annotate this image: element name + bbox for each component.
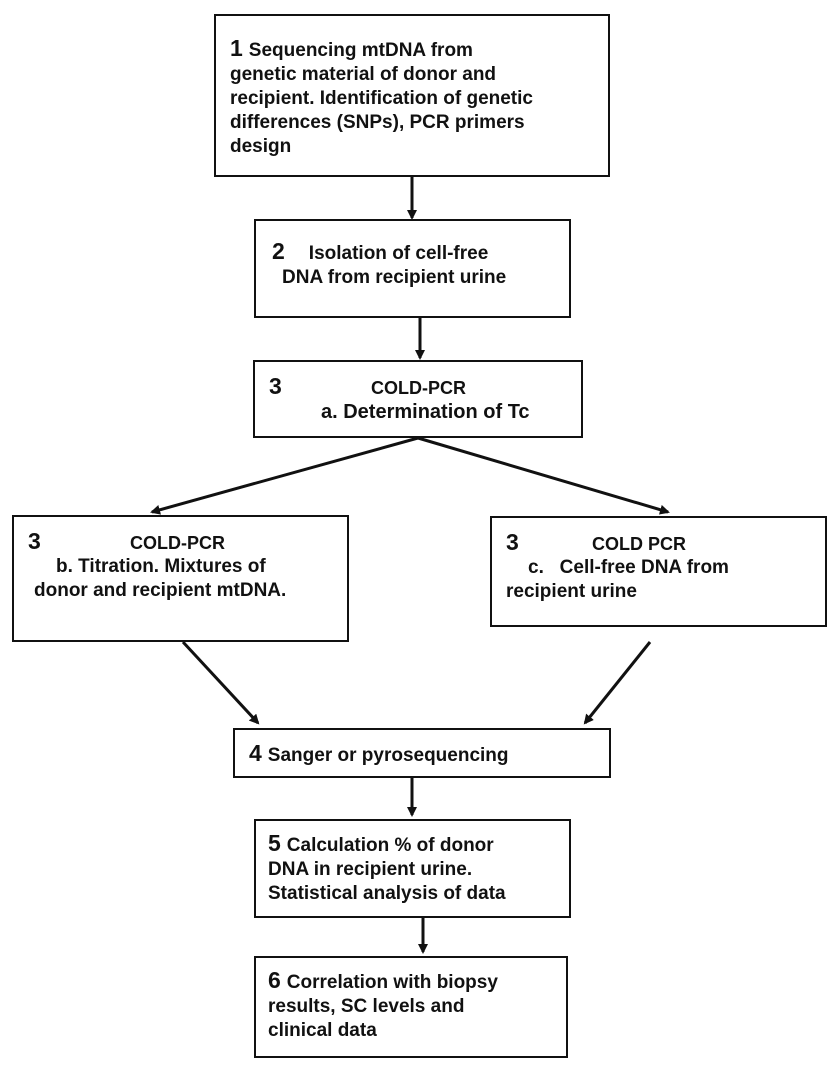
step-5-line-1: Calculation % of donor [286, 835, 494, 856]
arrow-3b-to-4 [181, 640, 260, 725]
step-3c-line-2: c. Cell-free DNA from [528, 557, 729, 578]
step-5-line-3: Statistical analysis of data [268, 883, 506, 904]
step-5-number: 5 [268, 830, 281, 856]
step-3a-line-1: COLD-PCR [371, 378, 466, 398]
step-4-number: 4 [249, 740, 262, 766]
step-5-line-2: DNA in recipient urine. [268, 859, 473, 880]
step-6-line-3: clinical data [268, 1020, 377, 1041]
step-2-box: 2 Isolation of cell-free DNA from recipie… [254, 219, 571, 318]
step-3b-line-3: donor and recipient mtDNA. [34, 580, 287, 601]
step-4-line-1: Sanger or pyrosequencing [267, 745, 509, 766]
step-3b-box: 3 COLD-PCR b. Titration. Mixtures of don… [12, 515, 349, 642]
step-3b-line-2: b. Titration. Mixtures of [56, 556, 266, 577]
step-1-line-3: recipient. Identification of genetic [230, 88, 533, 109]
step-1-number: 1 [230, 35, 243, 61]
step-3c-number: 3 [506, 529, 519, 555]
step-1-line-1: Sequencing mtDNA from [248, 40, 473, 61]
step-2-number: 2 [272, 238, 285, 264]
step-3b-line-1: COLD-PCR [130, 533, 225, 553]
arrow-3a-to-3c [417, 436, 670, 515]
arrow-3c-to-4 [583, 641, 652, 725]
step-2-line-2: DNA from recipient urine [282, 267, 507, 288]
arrow-3a-to-3b [150, 436, 419, 515]
step-2-line-1: Isolation of cell-free [308, 243, 489, 264]
step-1-line-5: design [230, 136, 292, 157]
step-3a-number: 3 [269, 373, 282, 399]
step-1-line-2: genetic material of donor and [230, 64, 497, 85]
step-3c-line-1: COLD PCR [592, 534, 686, 554]
step-3a-box: 3 COLD-PCR a. Determination of Tc [253, 360, 583, 438]
step-1-line-4: differences (SNPs), PCR primers [230, 112, 525, 133]
step-3a-line-2: a. Determination of Tc [321, 401, 530, 423]
step-3c-line-3: recipient urine [506, 581, 637, 602]
step-3b-number: 3 [28, 528, 41, 554]
step-6-number: 6 [268, 967, 281, 993]
step-6-line-2: results, SC levels and [268, 996, 465, 1017]
step-6-line-1: Correlation with biopsy [286, 972, 498, 993]
step-3c-box: 3 COLD PCR c. Cell-free DNA from recipie… [490, 516, 827, 627]
